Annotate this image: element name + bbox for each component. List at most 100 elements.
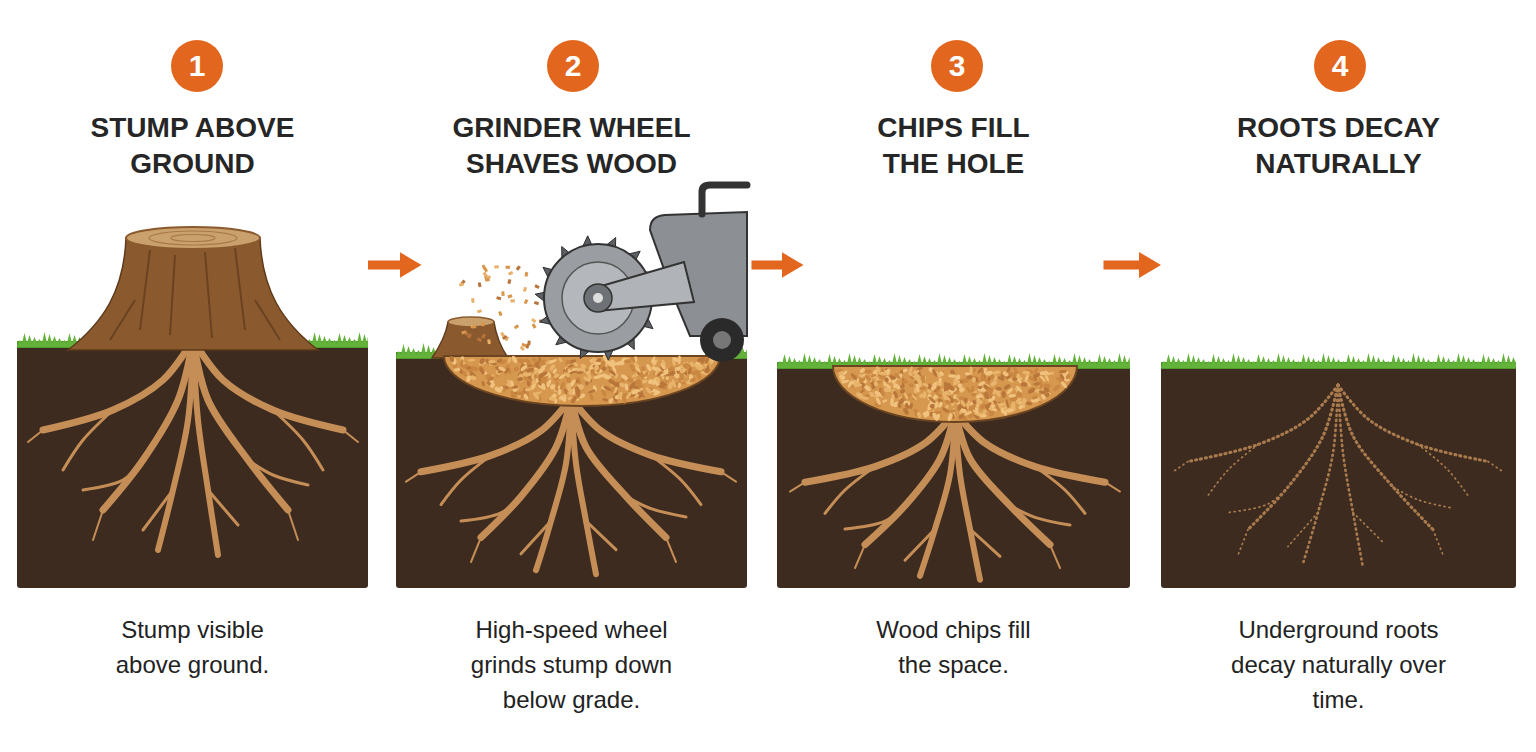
root <box>63 410 113 470</box>
wood-chip <box>624 359 632 364</box>
wood-chip <box>478 366 486 375</box>
wood-chip <box>481 333 486 338</box>
wood-chip <box>568 364 575 368</box>
root <box>471 537 481 562</box>
chip-filled-hole <box>833 365 1077 422</box>
decayed-root <box>1248 385 1338 530</box>
wood-chip <box>651 356 657 363</box>
wood-chip <box>1040 393 1046 400</box>
wood-chip <box>533 374 539 383</box>
wood-chip <box>901 380 908 384</box>
wood-chip <box>541 383 547 389</box>
wood-chip <box>880 388 885 397</box>
root <box>970 529 1000 556</box>
wood-chip <box>931 368 938 377</box>
wood-chip <box>964 410 973 416</box>
wood-chip <box>486 374 492 381</box>
root <box>288 510 298 540</box>
wood-chip <box>941 390 949 397</box>
wood-chip <box>566 383 572 392</box>
wood-chip <box>521 343 526 347</box>
wood-chip <box>507 357 512 364</box>
tree-stump <box>68 227 318 350</box>
wood-chip <box>525 367 533 373</box>
step-number-badge: 1 <box>171 40 223 92</box>
wood-chip <box>497 385 504 392</box>
wood-chip <box>1033 367 1038 375</box>
wood-chip <box>520 391 525 399</box>
wood-chip <box>893 383 897 389</box>
wood-chip <box>510 380 515 387</box>
wood-chip <box>974 406 978 413</box>
root-system <box>28 340 358 555</box>
root <box>651 455 701 504</box>
wood-chip <box>489 361 497 366</box>
step-caption: Stump visible above ground. <box>93 612 293 682</box>
wood-chip <box>624 383 629 391</box>
wood-chip <box>949 409 956 414</box>
wood-chip <box>548 358 557 364</box>
wood-chip <box>971 393 977 397</box>
root <box>666 537 676 562</box>
root <box>920 412 955 576</box>
stump-grinder <box>535 185 747 362</box>
decayed-root <box>1433 530 1443 556</box>
flow-arrow <box>368 261 402 270</box>
wood-chip <box>925 410 930 416</box>
wood-chip <box>700 356 707 365</box>
wood-chip <box>610 387 615 393</box>
step-heading: CHIPS FILL THE HOLE <box>854 110 1054 182</box>
wood-chip <box>555 381 559 387</box>
wood-chip <box>931 412 938 421</box>
step-heading: STUMP ABOVE GROUND <box>73 110 313 182</box>
root <box>248 460 308 485</box>
wood-chip <box>615 361 622 365</box>
step-caption: Wood chips fill the space. <box>861 612 1046 682</box>
wood-chip <box>842 370 848 376</box>
wood-chip <box>470 365 479 372</box>
step-number: 1 <box>189 51 206 81</box>
wood-chip <box>658 385 665 388</box>
root <box>83 460 143 490</box>
wood-chip <box>684 362 692 369</box>
root <box>1050 545 1060 568</box>
wood-chip <box>633 362 640 369</box>
wood-chip <box>549 384 555 390</box>
wood-chip <box>897 403 902 409</box>
wood-chip <box>902 407 910 415</box>
wood-chip <box>990 374 995 379</box>
wood-chip <box>667 366 674 372</box>
wood-chip <box>959 397 965 400</box>
wood-chip <box>858 373 864 378</box>
wood-chip <box>1022 370 1030 375</box>
wood-chip <box>1018 404 1024 410</box>
decayed-root <box>1418 445 1468 496</box>
wood-chip <box>449 355 455 362</box>
growth-ring <box>171 235 215 242</box>
wood-chip <box>882 399 888 404</box>
root <box>536 398 571 570</box>
wood-chip <box>558 357 564 363</box>
wood-chip <box>634 380 643 388</box>
wood-chip <box>834 368 843 374</box>
wood-chip <box>874 390 882 397</box>
root <box>28 430 43 442</box>
wood-chip <box>471 325 476 329</box>
wood-chip <box>908 366 914 374</box>
wood-chip <box>523 287 527 292</box>
wood-chip <box>671 379 676 388</box>
decayed-root <box>1303 385 1338 564</box>
bark-line <box>235 248 245 330</box>
wood-chip <box>563 388 567 395</box>
wood-chip <box>864 369 872 373</box>
wood-chip <box>548 373 551 378</box>
wood-chip <box>853 380 858 387</box>
root <box>461 496 521 521</box>
decayed-root <box>1488 462 1503 472</box>
growth-ring <box>149 231 237 245</box>
step-number: 3 <box>949 51 966 81</box>
wood-chip <box>587 389 596 394</box>
wood-chip <box>552 368 558 375</box>
wood-chip <box>916 411 922 418</box>
